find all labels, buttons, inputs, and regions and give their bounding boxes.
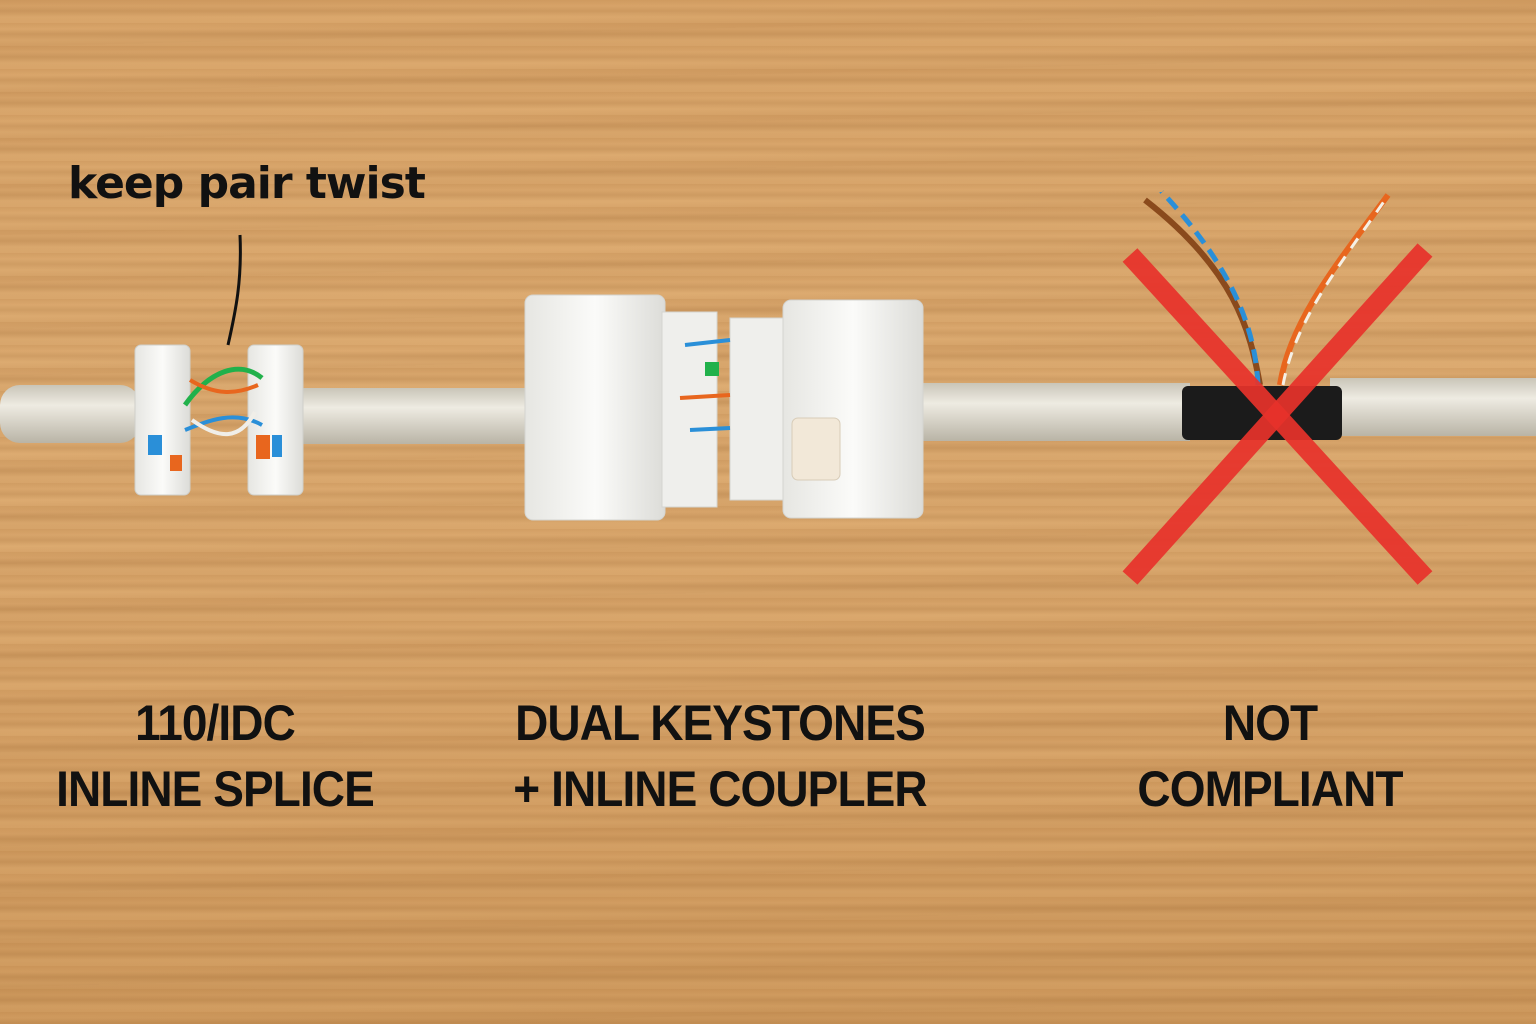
- not-compliant-cross-icon: [1122, 243, 1433, 585]
- keystone-coupler: [524, 294, 924, 521]
- label-line: NOT: [1222, 695, 1318, 751]
- cable: [0, 378, 1536, 444]
- label-not-compliant: NOT COMPLIANT: [1104, 690, 1435, 822]
- annotation-keep-pair-twist: keep pair twist: [68, 158, 426, 209]
- label-idc-splice: 110/IDC INLINE SPLICE: [36, 690, 395, 822]
- label-dual-keystones: DUAL KEYSTONES + INLINE COUPLER: [490, 690, 950, 822]
- idc-splice: [134, 234, 304, 496]
- label-line: + INLINE COUPLER: [513, 761, 927, 817]
- label-line: 110/IDC: [135, 695, 296, 751]
- label-line: DUAL KEYSTONES: [515, 695, 926, 751]
- label-line: INLINE SPLICE: [56, 761, 375, 817]
- label-line: COMPLIANT: [1137, 761, 1403, 817]
